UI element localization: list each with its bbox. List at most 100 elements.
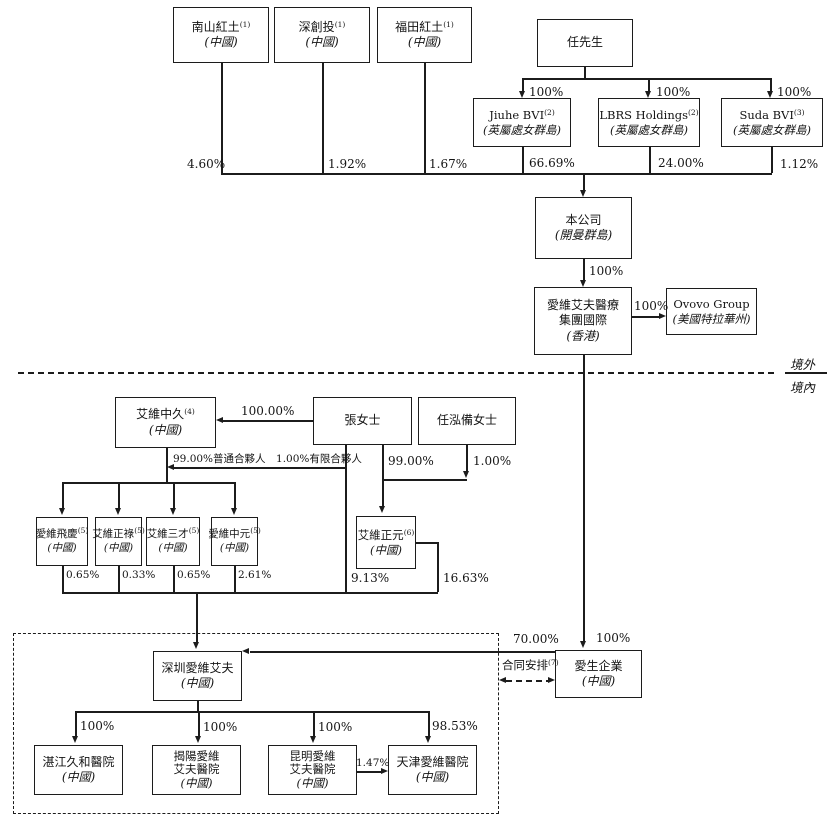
node-label: 艾夫醫院: [173, 762, 220, 777]
node-place: (美國特拉華州): [672, 311, 751, 326]
arrowhead: [580, 190, 586, 197]
node-aiwei-zhongjiu: 艾維中久(4) (中國): [115, 397, 216, 448]
vie-group-dashed-border: [13, 633, 499, 814]
arrowhead: [548, 677, 555, 683]
pct-zhongyuan-sz: 2.61%: [238, 569, 272, 581]
connector: [118, 566, 120, 592]
connector: [345, 445, 347, 592]
pct-jiuhe-company: 66.69%: [529, 156, 575, 170]
node-place: (中國): [103, 541, 134, 554]
node-place: (中國): [148, 422, 183, 437]
node-company: 本公司 (開曼群島): [535, 197, 632, 259]
label-contract-arrangement: 合同安排(7): [502, 658, 559, 672]
connector: [62, 482, 235, 484]
connector: [75, 711, 429, 713]
node-label: 福田紅土(1): [395, 19, 454, 34]
node-label: 本公司: [565, 212, 602, 227]
contract-arrangement-arrow: [506, 680, 548, 682]
arrowhead: [193, 642, 199, 649]
pct-hk-aisheng: 100%: [596, 631, 631, 645]
node-place: (英屬處女群島): [610, 122, 688, 137]
arrowhead: [59, 508, 65, 515]
node-aiwei-zhenglu: 艾維正祿(5) (中國): [92, 517, 145, 566]
node-place: (中國): [204, 35, 238, 49]
node-aiwei-zhengyuan: 艾維正元(6) (中國): [356, 516, 416, 569]
pct-ren-jiuhe: 100%: [529, 85, 564, 99]
pct-zhang-zhongjiu: 100.00%: [241, 404, 295, 418]
node-place: (中國): [407, 35, 442, 49]
arrowhead: [425, 736, 431, 743]
connector: [166, 448, 168, 482]
node-place: (中國): [180, 775, 213, 790]
connector: [583, 259, 585, 280]
pct-sz-jieyang: 100%: [203, 720, 238, 734]
node-place: (中國): [61, 770, 96, 784]
node-place: (中國): [296, 775, 329, 790]
node-label: 張女士: [344, 413, 381, 428]
pct-sz-kunming: 100%: [318, 720, 353, 734]
arrowhead: [580, 641, 586, 648]
connector: [173, 482, 175, 508]
arrowhead: [519, 91, 525, 98]
arrowhead: [499, 677, 506, 683]
node-place: (英屬處女群島): [733, 122, 811, 137]
node-label: 艾維中久(4): [136, 407, 195, 422]
node-label: Suda BVI(3): [739, 108, 805, 123]
node-aisheng: 愛生企業 (中國): [555, 650, 642, 698]
connector: [118, 482, 120, 508]
node-label: Ovovo Group: [673, 297, 750, 312]
node-label: 愛維中元(5): [208, 525, 261, 540]
node-place: (中國): [219, 541, 250, 554]
connector: [649, 147, 651, 173]
pct-sancai-sz: 0.65%: [177, 569, 211, 581]
node-suda-bvi: Suda BVI(3) (英屬處女群島): [721, 98, 823, 147]
node-label: 揭陽愛維: [173, 748, 220, 763]
node-aiwei-sancai: 艾維三才(5) (中國): [146, 517, 200, 566]
connector: [583, 355, 585, 641]
node-place: (中國): [47, 541, 77, 554]
arrowhead: [381, 768, 388, 774]
node-label: 愛維飛慶(5): [35, 525, 89, 540]
node-place: (中國): [180, 676, 215, 690]
arrowhead: [115, 508, 121, 515]
connector: [428, 711, 430, 736]
arrowhead: [231, 508, 237, 515]
node-kunming-hospital: 昆明愛維 艾夫醫院 (中國): [268, 745, 357, 795]
node-label: 集團國際: [558, 313, 607, 328]
node-zhanjiang-hospital: 湛江久和醫院 (中國): [34, 745, 123, 795]
node-label: 任泓備女士: [436, 413, 497, 428]
pct-renhb-zhengyuan: 1.00%: [473, 454, 512, 468]
pct-sz-zhanjiang: 100%: [80, 719, 115, 733]
pct-hk-ovovo: 100%: [634, 299, 669, 313]
arrowhead: [216, 417, 223, 423]
connector: [197, 701, 199, 711]
node-label: 艾夫醫院: [289, 762, 336, 777]
label-gp-lp: 99.00%普通合夥人 1.00%有限合夥人: [173, 453, 362, 465]
connector: [648, 78, 650, 91]
node-hk-group-intl: 愛維艾夫醫療 集團國際 (香港): [534, 287, 632, 355]
connector: [62, 482, 64, 508]
node-place: (中國): [305, 35, 339, 49]
node-ms-ren-hongbei: 任泓備女士: [418, 397, 516, 445]
node-mr-ren: 任先生: [537, 19, 633, 67]
node-nanshan: 南山紅土(1) (中國): [173, 7, 269, 63]
connector: [62, 566, 64, 592]
connector: [770, 78, 772, 91]
connector: [221, 173, 772, 175]
connector: [632, 316, 659, 318]
node-label: 艾維正祿(5): [92, 525, 145, 540]
arrowhead: [767, 91, 773, 98]
connector: [583, 173, 585, 190]
connector: [234, 566, 236, 592]
connector: [522, 78, 771, 80]
pct-zhenglu-sz: 0.33%: [122, 569, 156, 581]
connector: [466, 445, 468, 471]
node-place: (英屬處女群島): [483, 122, 561, 137]
connector: [416, 542, 437, 544]
arrowhead: [379, 506, 385, 513]
node-shenzhen-ivf: 深圳愛維艾夫 (中國): [153, 651, 242, 701]
label-onshore: 境內: [790, 380, 816, 395]
connector: [322, 63, 324, 173]
node-label: 昆明愛維: [289, 748, 336, 763]
